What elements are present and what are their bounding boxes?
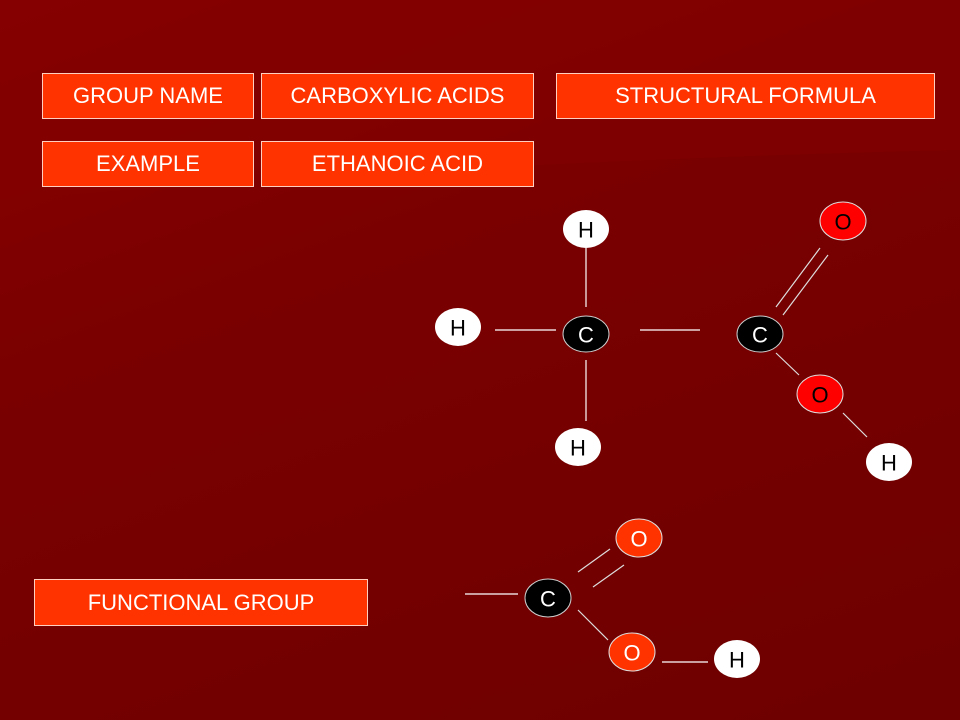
svg-text:H: H	[450, 316, 466, 341]
bond-c2-o	[775, 352, 800, 376]
structural-formula-label: STRUCTURAL FORMULA	[556, 73, 935, 119]
fg-double-bond-a	[577, 548, 611, 573]
svg-text:H: H	[578, 218, 594, 243]
double-bond-c2-o-b	[782, 254, 829, 316]
svg-text:O: O	[630, 527, 647, 552]
atom-h-left: H	[435, 308, 481, 346]
example-label: EXAMPLE	[42, 141, 254, 187]
svg-text:H: H	[570, 436, 586, 461]
atom-o-double: O	[819, 201, 867, 241]
group-name-label: GROUP NAME	[42, 73, 254, 119]
group-name-value: CARBOXYLIC ACIDS	[261, 73, 534, 119]
fg-atom-c: C	[524, 578, 572, 618]
atom-h-top: H	[563, 210, 609, 248]
svg-text:C: C	[540, 587, 556, 612]
fg-atom-h: H	[714, 640, 760, 678]
svg-text:O: O	[623, 641, 640, 666]
atom-h-bottom: H	[555, 428, 601, 466]
atom-c1: C	[562, 315, 610, 353]
atom-h-hydroxyl: H	[866, 443, 912, 481]
atom-c2: C	[736, 315, 784, 353]
svg-text:O: O	[811, 383, 828, 408]
bonds	[465, 247, 868, 663]
fg-atom-o-double: O	[615, 518, 663, 558]
functional-group-label: FUNCTIONAL GROUP	[34, 579, 368, 626]
svg-text:C: C	[752, 323, 768, 348]
atom-o-single: O	[796, 374, 844, 414]
fg-double-bond-b	[592, 564, 625, 588]
svg-text:O: O	[834, 210, 851, 235]
svg-text:C: C	[578, 323, 594, 348]
bond-o-h	[842, 412, 868, 438]
svg-text:H: H	[881, 451, 897, 476]
double-bond-c2-o-a	[775, 247, 821, 308]
svg-text:H: H	[729, 648, 745, 673]
fg-bond-c-o	[577, 609, 609, 641]
example-value: ETHANOIC ACID	[261, 141, 534, 187]
fg-atom-o-single: O	[608, 632, 656, 672]
